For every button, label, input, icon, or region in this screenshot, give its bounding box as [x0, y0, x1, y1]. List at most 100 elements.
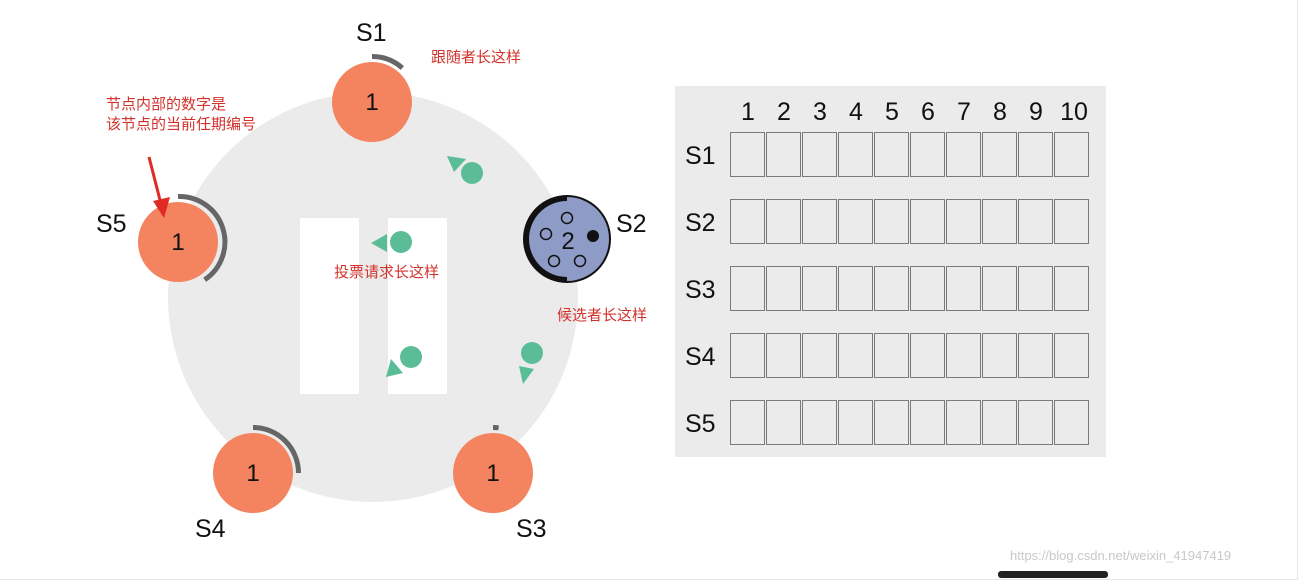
vote-request-to-s4 [386, 346, 422, 377]
log-entry-cell [1054, 132, 1089, 177]
log-entry-cell [1018, 199, 1053, 244]
vote-slot [547, 254, 561, 268]
vote-request-to-s3 [519, 342, 543, 384]
log-entry-cell [802, 199, 837, 244]
column-header: 7 [957, 98, 971, 126]
candidate-annotation: 候选者长这样 [557, 306, 648, 324]
log-entry-cell [730, 132, 765, 177]
node-s3[interactable]: 1 [453, 425, 533, 513]
log-entry-cell [766, 199, 801, 244]
log-entry-cell [1018, 400, 1053, 445]
vote-slot [573, 254, 587, 268]
log-entry-cell [1054, 400, 1089, 445]
row-label-s5: S5 [685, 410, 716, 438]
node-s1-label: S1 [356, 19, 387, 47]
log-entry-cell [1018, 266, 1053, 311]
log-entry-cell [946, 333, 981, 378]
node-s2-label: S2 [616, 210, 647, 238]
column-header: 5 [885, 98, 899, 126]
follower-annotation: 跟随者长这样 [431, 48, 522, 66]
log-entry-cell [1054, 266, 1089, 311]
log-entry-cell [1054, 333, 1089, 378]
column-header: 10 [1060, 98, 1088, 126]
vote-request-annotation: 投票请求长这样 [334, 263, 440, 281]
log-entry-cell [982, 199, 1017, 244]
log-entry-cell [946, 132, 981, 177]
log-entry-cell [1018, 132, 1053, 177]
node-s5-label: S5 [96, 210, 127, 238]
log-entry-cell [910, 132, 945, 177]
scroll-indicator [998, 571, 1108, 578]
node-s1-term: 1 [365, 89, 378, 116]
vote-slot [539, 227, 553, 241]
log-entry-cell [838, 333, 873, 378]
column-header: 2 [777, 98, 791, 126]
log-entry-cell [1018, 333, 1053, 378]
column-header: 6 [921, 98, 935, 126]
log-entry-cell [982, 400, 1017, 445]
log-entry-cell [946, 400, 981, 445]
log-entry-cell [730, 333, 765, 378]
log-entry-cell [766, 132, 801, 177]
node-s2-term: 2 [561, 228, 574, 255]
row-label-s4: S4 [685, 343, 716, 371]
row-label-s1: S1 [685, 142, 716, 170]
watermark: https://blog.csdn.net/weixin_41947419 [1010, 548, 1232, 563]
node-s5[interactable]: 1 [138, 193, 228, 282]
log-entry-cell [766, 400, 801, 445]
log-entry-cell [982, 333, 1017, 378]
log-entry-cell [910, 400, 945, 445]
node-s5-term: 1 [171, 229, 184, 256]
log-entry-cell [874, 266, 909, 311]
vote-request-to-s5 [371, 231, 412, 253]
row-label-s2: S2 [685, 209, 716, 237]
log-entry-cell [730, 266, 765, 311]
term-note-line2: 该节点的当前任期编号 [106, 115, 257, 133]
vote-slot [560, 211, 574, 225]
log-entry-cell [802, 266, 837, 311]
log-table: 1 2 3 4 5 6 7 8 9 10 S1 S2 S3 S4 S5 [675, 86, 1106, 457]
log-entry-cell [766, 333, 801, 378]
log-entry-cell [1054, 199, 1089, 244]
node-s3-term: 1 [486, 460, 499, 487]
node-s2[interactable]: 2 [523, 195, 611, 283]
log-entry-cell [838, 266, 873, 311]
term-note-line1: 节点内部的数字是 [106, 95, 227, 113]
column-header: 3 [813, 98, 827, 126]
log-entry-cell [838, 132, 873, 177]
column-header: 8 [993, 98, 1007, 126]
node-s4-label: S4 [195, 515, 226, 543]
node-s1[interactable]: 1 [332, 53, 412, 142]
log-entry-cell [874, 199, 909, 244]
log-entry-cell [982, 266, 1017, 311]
log-entry-cell [874, 333, 909, 378]
vote-request-to-s1 [447, 156, 483, 184]
node-s3-label: S3 [516, 515, 547, 543]
log-entry-cell [838, 400, 873, 445]
log-entry-cell [874, 400, 909, 445]
column-header: 4 [849, 98, 863, 126]
node-s4-term: 1 [246, 460, 259, 487]
log-entry-cell [910, 333, 945, 378]
log-entry-cell [838, 199, 873, 244]
node-s4[interactable]: 1 [213, 425, 301, 514]
log-entry-cell [982, 132, 1017, 177]
log-entry-cell [802, 400, 837, 445]
pause-slot-left [300, 218, 359, 394]
log-entry-cell [802, 132, 837, 177]
column-header: 1 [741, 98, 755, 126]
cluster-background [168, 92, 578, 502]
row-label-s3: S3 [685, 276, 716, 304]
log-entry-cell [874, 132, 909, 177]
annotation-arrow [147, 156, 170, 218]
log-entry-cell [910, 199, 945, 244]
log-entry-cell [766, 266, 801, 311]
log-entry-cell [910, 266, 945, 311]
log-entry-cell [730, 199, 765, 244]
log-entry-cell [802, 333, 837, 378]
log-entry-cell [946, 266, 981, 311]
log-entry-cell [730, 400, 765, 445]
log-entry-cell [946, 199, 981, 244]
column-header: 9 [1029, 98, 1043, 126]
